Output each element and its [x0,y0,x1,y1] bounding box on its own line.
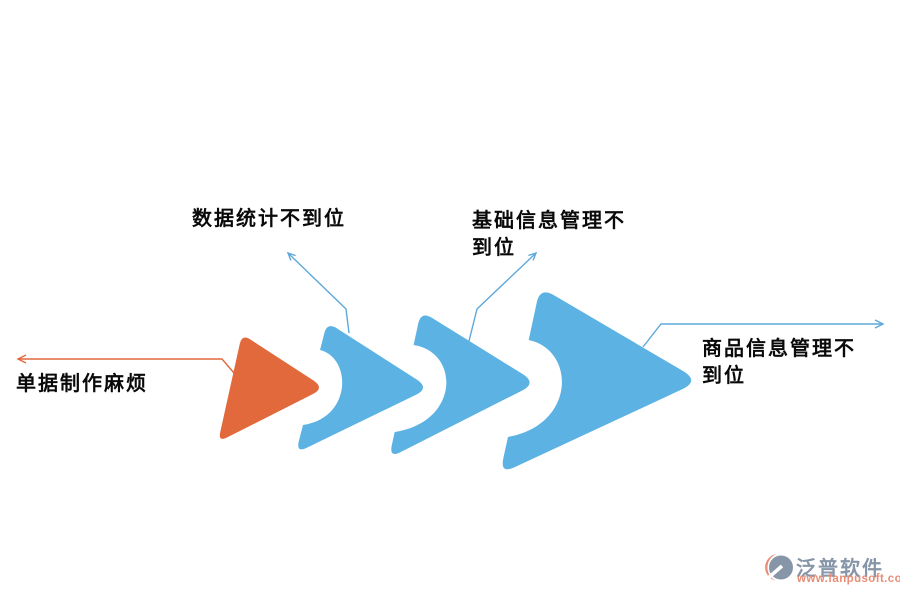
label-chevron-2: 数据统计不到位 [192,208,346,230]
label-chevron-1: 单据制作麻烦 [16,373,148,395]
connector-top-1 [287,252,350,334]
arrow-up-right-icon [528,251,538,261]
chevron-3 [391,315,530,454]
arrow-left-icon [16,354,27,364]
label-chevron-3: 基础信息管理不到位 [472,210,626,259]
watermark-brand: 泛普软件 [796,558,884,580]
connector-right [642,323,883,348]
chevron-4 [502,292,692,470]
chevron-1 [219,337,319,439]
watermark-url: www.fanpusoft.com [797,573,900,585]
arrow-up-left-icon [286,251,296,261]
connector-top-2 [468,252,537,342]
chevron-2 [298,326,424,450]
arrow-right-icon [874,319,885,329]
connector-left [18,358,235,374]
label-chevron-4: 商品信息管理不到位 [702,338,856,387]
fanpu-logo-icon [765,554,793,581]
